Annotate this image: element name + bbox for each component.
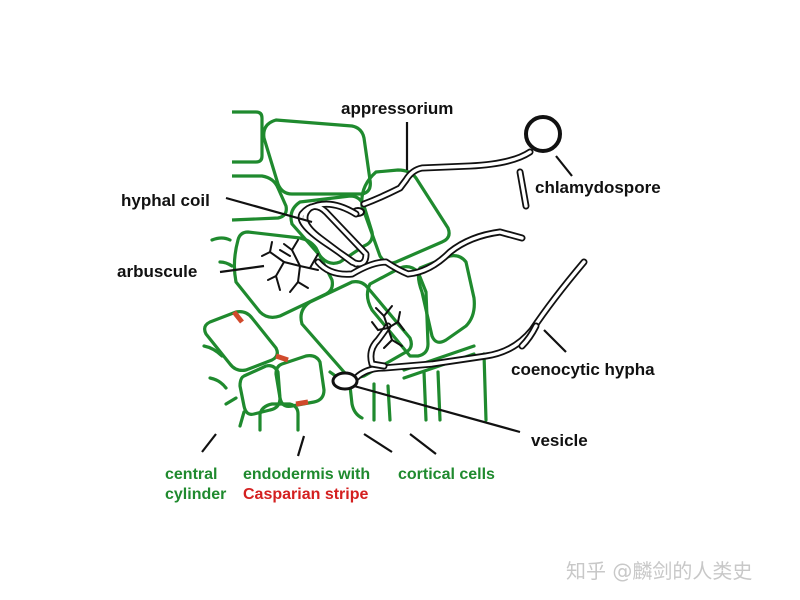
cortical-cell — [416, 254, 476, 344]
casparian-stripe-mark — [275, 353, 289, 363]
cortical-cell — [365, 265, 430, 358]
endodermis-cell — [274, 354, 326, 408]
cortical-cell — [231, 174, 288, 222]
chlamydospore-spore — [524, 115, 562, 153]
cortical-cell — [482, 352, 488, 422]
coenocytic-hypha-leader — [543, 329, 567, 353]
hyphal-coil — [299, 202, 368, 266]
label-central-cylinder-1: central — [165, 466, 217, 483]
cortical-cells-leader-1 — [363, 433, 393, 453]
central-cylinder-edge — [208, 376, 228, 390]
cortical-cell — [422, 370, 428, 422]
label-arbuscule: arbuscule — [117, 262, 197, 281]
central-cylinder-edge — [202, 344, 224, 358]
label-hyphal-coil: hyphal coil — [121, 191, 210, 210]
plant-cells — [202, 110, 488, 432]
cortical-cell — [232, 110, 264, 164]
chlamydospore-branch — [518, 170, 528, 208]
chlamydospore-leader — [555, 155, 573, 177]
cortical-cell — [386, 384, 392, 422]
labels: appressorium chlamydospore hyphal coil a… — [117, 99, 661, 503]
endodermis-cell — [258, 402, 300, 432]
cortical-cells-leader-2 — [409, 433, 437, 455]
cortical-cell — [262, 118, 372, 196]
coenocytic-hypha-branch — [520, 324, 538, 348]
vesicle-body — [331, 371, 359, 391]
label-coenocytic-hypha: coenocytic hypha — [511, 360, 655, 379]
vesicle-leader — [353, 384, 521, 434]
central-cylinder-edge — [218, 260, 234, 268]
arbuscule-branching-2 — [371, 305, 405, 349]
coenocytic-hypha-line — [340, 260, 586, 386]
label-cortical-cells: cortical cells — [398, 466, 495, 483]
label-chlamydospore: chlamydospore — [535, 178, 661, 197]
intercellular-hypha — [316, 230, 524, 276]
cortical-cell — [232, 230, 334, 319]
appressorium-hypha — [360, 148, 534, 208]
cortical-cell — [348, 384, 364, 420]
endodermis-leader — [296, 435, 306, 457]
endodermis-cell — [203, 310, 279, 372]
label-vesicle: vesicle — [531, 431, 588, 450]
central-cylinder-leader — [201, 433, 217, 453]
central-cylinder-edge — [210, 236, 232, 242]
label-endodermis: endodermis with — [243, 466, 370, 483]
endodermis-cell — [238, 364, 282, 416]
leader-lines — [201, 122, 573, 457]
label-central-cylinder-2: cylinder — [165, 486, 226, 503]
cortical-cell — [299, 280, 413, 379]
fungus — [261, 115, 588, 391]
appressorium-hypha — [362, 150, 532, 206]
label-casparian-stripe: Casparian stripe — [243, 486, 368, 503]
watermark: 知乎 @麟剑的人类史 — [566, 559, 752, 583]
label-appressorium: appressorium — [341, 99, 453, 118]
casparian-stripe-mark — [232, 310, 244, 324]
casparian-stripe-mark — [295, 399, 309, 407]
arbuscule-branching — [261, 239, 319, 293]
central-cylinder-edge — [224, 396, 238, 406]
cortical-cell — [436, 370, 442, 422]
central-cylinder-edge — [238, 410, 246, 428]
hyphal-coil-leader — [225, 196, 313, 224]
arbuscule-stalk — [369, 324, 390, 368]
arbuscule-leader — [219, 264, 265, 274]
